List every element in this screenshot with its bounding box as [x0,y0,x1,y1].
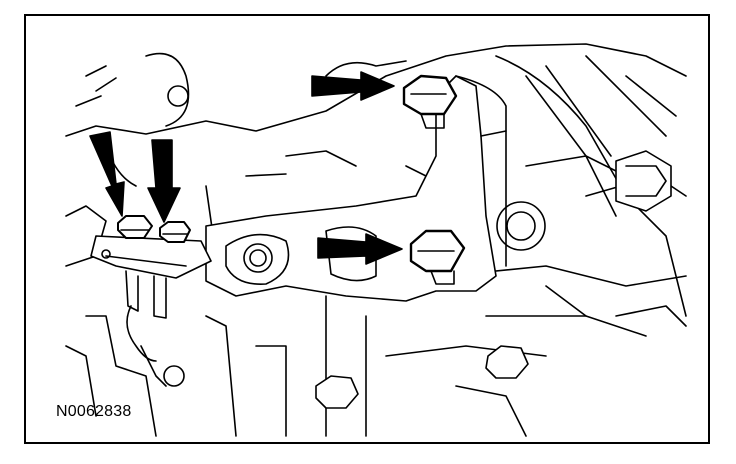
diagram-frame: N0062838 [24,14,710,444]
bolt-bottom [315,345,529,409]
arrow-icon [147,139,181,223]
bolt-lower [409,229,466,285]
arrow-icon [317,233,403,265]
bolt-left-b [159,221,191,243]
bolt-left-a [117,215,153,239]
left-bracket [90,235,212,387]
callout-arrows [89,71,403,265]
arrow-icon [89,131,125,217]
arrow-icon [311,71,395,101]
figure-id-label: N0062838 [56,403,132,420]
engine-block-outline [65,43,687,437]
bolt-upper [402,74,458,129]
technical-illustration [65,43,687,437]
